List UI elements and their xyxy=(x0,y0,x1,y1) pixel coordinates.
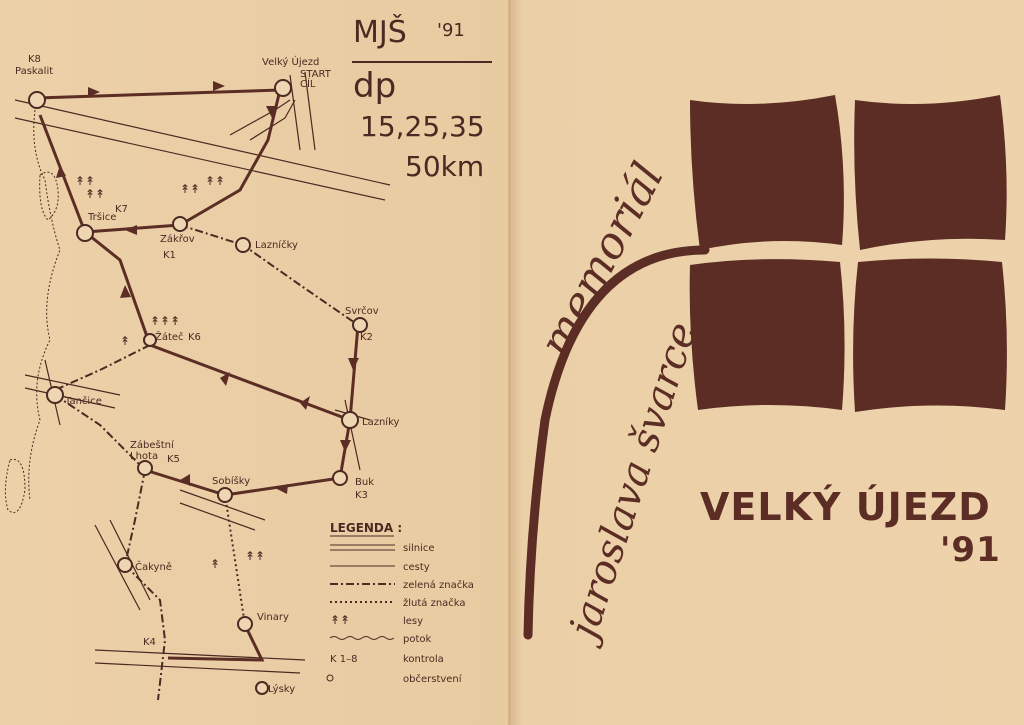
svg-text:↟↟: ↟↟ xyxy=(85,187,105,201)
label-lhota: Lhota xyxy=(130,451,158,462)
label-svrcov: Svrčov xyxy=(345,305,379,317)
label-velky-ujezd: Velký Újezd xyxy=(262,55,319,68)
label-cakyne: Čakyně xyxy=(135,560,172,573)
point-zatec xyxy=(143,333,157,347)
point-cakyne xyxy=(117,557,133,573)
point-svrcov xyxy=(352,317,368,333)
header-max-distance: 50km xyxy=(405,150,485,183)
legend-control: kontrola xyxy=(403,654,444,665)
legend-forest-icon: ↟↟ xyxy=(330,613,350,627)
svg-text:↟↟: ↟↟ xyxy=(205,174,225,188)
point-velky-ujezd xyxy=(274,79,292,97)
legend-forest: lesy xyxy=(403,616,423,627)
header-club: MJŠ xyxy=(353,15,407,50)
label-trsice: Tršice xyxy=(87,211,116,223)
label-zakrov: Zákřov xyxy=(160,233,195,245)
yellow-trail xyxy=(224,494,246,626)
label-vinary: Vinary xyxy=(257,612,289,623)
point-paskalit xyxy=(28,91,46,109)
header-distances: 15,25,35 xyxy=(360,110,485,143)
cover-year: '91 xyxy=(940,530,1001,570)
legend-roads: silnice xyxy=(403,543,435,554)
green-trail xyxy=(54,224,359,701)
svg-text:↟: ↟ xyxy=(120,334,130,348)
route-arrows xyxy=(56,81,359,494)
legend-title: LEGENDA : xyxy=(330,521,402,535)
label-sobisky: Sobíšky xyxy=(212,475,250,487)
label-k3: K3 xyxy=(355,490,368,501)
point-laznicky xyxy=(235,237,251,253)
header-year: '91 xyxy=(437,20,465,41)
control-points xyxy=(28,79,368,695)
point-lysky xyxy=(255,681,269,695)
svg-text:↟↟↟: ↟↟↟ xyxy=(150,314,180,328)
label-k5: K5 xyxy=(167,454,180,465)
svg-text:↟: ↟ xyxy=(210,557,220,571)
road-lines xyxy=(14,71,391,674)
point-buk xyxy=(332,470,348,486)
label-buk: Buk xyxy=(355,477,374,488)
legend-paths: cesty xyxy=(403,562,430,573)
label-k6: K6 xyxy=(188,332,201,343)
label-zatec: Žáteč xyxy=(155,330,184,343)
label-k2: K2 xyxy=(360,332,373,343)
label-k7: K7 xyxy=(115,204,128,215)
point-zakrov xyxy=(172,216,188,232)
legend-k-range: K 1–8 xyxy=(330,654,357,665)
legend-yellow-trail: žlutá značka xyxy=(403,597,466,609)
label-k8: K8 xyxy=(28,54,41,65)
stream xyxy=(28,109,61,501)
label-laznicky: Lazníčky xyxy=(255,239,298,251)
legend: LEGENDA : silnice cesty zelená značka žl… xyxy=(326,521,474,685)
point-zabestni xyxy=(137,460,153,476)
logo-block-tr xyxy=(854,95,1007,250)
label-lazniky: Lazníky xyxy=(362,416,399,428)
cover-name: jaroslava švarce xyxy=(558,317,706,651)
svg-text:↟↟: ↟↟ xyxy=(180,182,200,196)
point-lazniky xyxy=(341,411,359,429)
point-trsice xyxy=(76,224,94,242)
logo-block-bl xyxy=(689,259,845,410)
label-tancice: Tančice xyxy=(64,395,102,407)
pond-south xyxy=(4,458,26,513)
label-cil: CÍL xyxy=(300,77,316,90)
point-sobisky xyxy=(217,487,233,503)
legend-refreshment: občerstvení xyxy=(403,673,463,685)
pond xyxy=(39,171,59,221)
label-k1: K1 xyxy=(163,250,176,261)
header-type: dp xyxy=(353,66,397,106)
label-zabestni: Zábeštní xyxy=(130,439,175,451)
svg-text:↟↟: ↟↟ xyxy=(245,549,265,563)
label-lysky: Lýsky xyxy=(268,683,295,695)
label-paskalit: Paskalit xyxy=(15,66,53,77)
forest-icons: ↟↟↟↟ ↟↟↟↟ ↟↟↟↟ ↟↟↟ xyxy=(75,174,265,571)
cover-arc xyxy=(523,245,710,640)
legend-green-trail: zelená značka xyxy=(403,579,474,591)
label-start: START xyxy=(300,69,332,80)
point-tancice xyxy=(46,386,64,404)
cover-title: VELKÝ ÚJEZD xyxy=(700,485,991,529)
logo-block-br xyxy=(853,258,1007,412)
fold-crease xyxy=(508,0,511,725)
label-k4: K4 xyxy=(143,637,156,648)
svg-text:↟↟: ↟↟ xyxy=(75,174,95,188)
logo-block-tl xyxy=(690,95,844,250)
legend-stream: potok xyxy=(403,634,432,645)
point-vinary xyxy=(237,616,253,632)
cover-logo xyxy=(689,95,1007,412)
